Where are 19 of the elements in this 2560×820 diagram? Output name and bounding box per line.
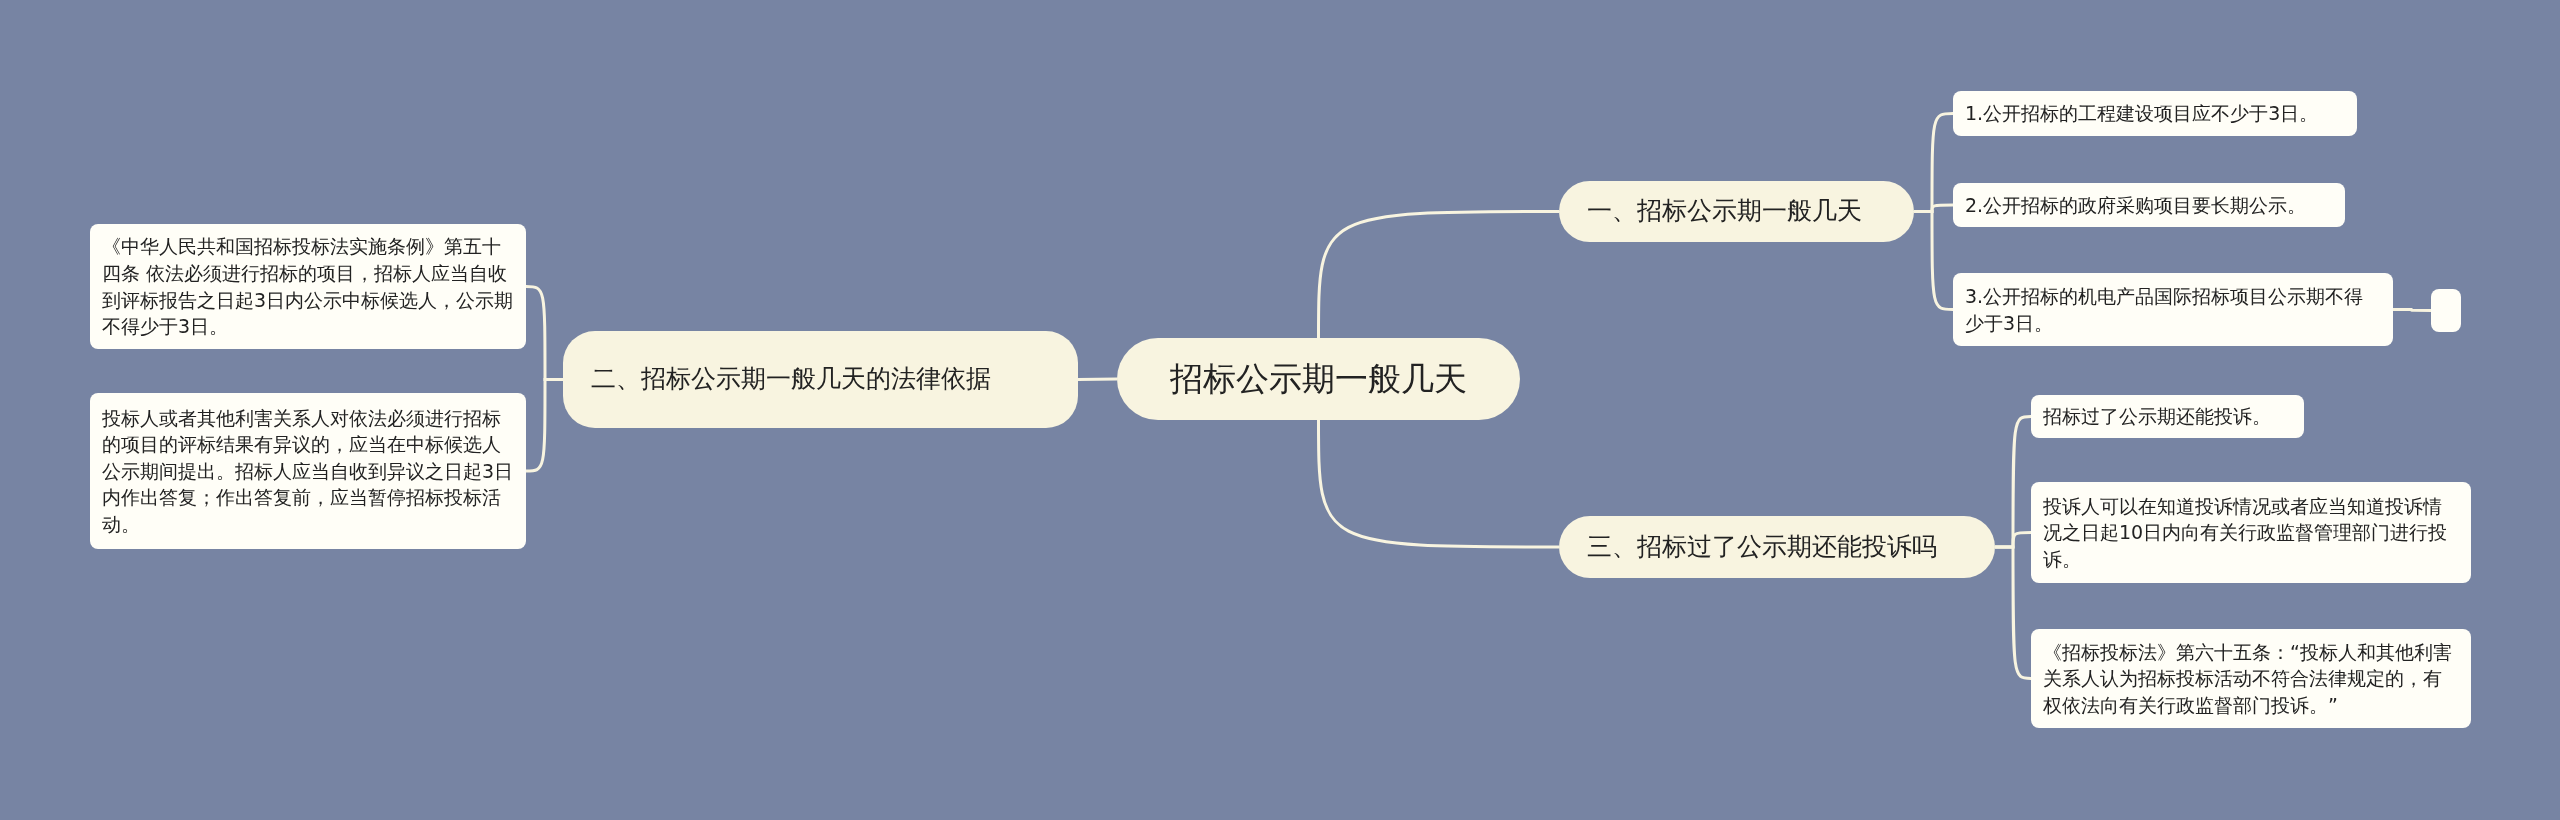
detail-card: 投诉人可以在知道投诉情况或者应当知道投诉情况之日起10日内向有关行政监督管理部门进行投诉。 xyxy=(2031,482,2471,583)
branch-topic: 一、招标公示期一般几天 xyxy=(1559,181,1914,242)
connector-line xyxy=(1995,545,2032,680)
branch-topic: 二、招标公示期一般几天的法律依据 xyxy=(563,331,1078,428)
detail-card: 1.公开招标的工程建设项目应不少于3日。 xyxy=(1953,91,2357,136)
branch-topic: 三、招标过了公示期还能投诉吗 xyxy=(1559,516,1995,578)
detail-card: 《招标投标法》第六十五条：“投标人和其他利害关系人认为招标投标活动不符合法律规定的，有权依法向有关行政监督部门投诉。” xyxy=(2031,629,2471,728)
central-topic: 招标公示期一般几天 xyxy=(1117,338,1520,420)
connector-line xyxy=(1077,377,1118,381)
detail-card: 《中华人民共和国招标投标法实施条例》第五十四条 依法必须进行招标的项目，招标人应当自收到评标报告之日起3日内公示中标候选人，公示期不得少于3日。 xyxy=(90,224,526,349)
detail-card: 投标人或者其他利害关系人对依法必须进行招标的项目的评标结果有异议的，应当在中标候选人公示期间提出。招标人应当自收到异议之日起3日内作出答复；作出答复前，应当暂停招标投标活动。 xyxy=(90,393,526,549)
detail-card: 2.公开招标的政府采购项目要长期公示。 xyxy=(1953,183,2345,227)
connector-line xyxy=(1317,210,1559,338)
empty-box xyxy=(2431,289,2461,332)
connector-line xyxy=(525,378,563,473)
detail-card: 3.公开招标的机电产品国际招标项目公示期不得少于3日。 xyxy=(1953,273,2393,346)
connector-line xyxy=(2393,308,2431,312)
detail-card: 招标过了公示期还能投诉。 xyxy=(2031,395,2304,438)
connector-line xyxy=(1317,420,1559,549)
